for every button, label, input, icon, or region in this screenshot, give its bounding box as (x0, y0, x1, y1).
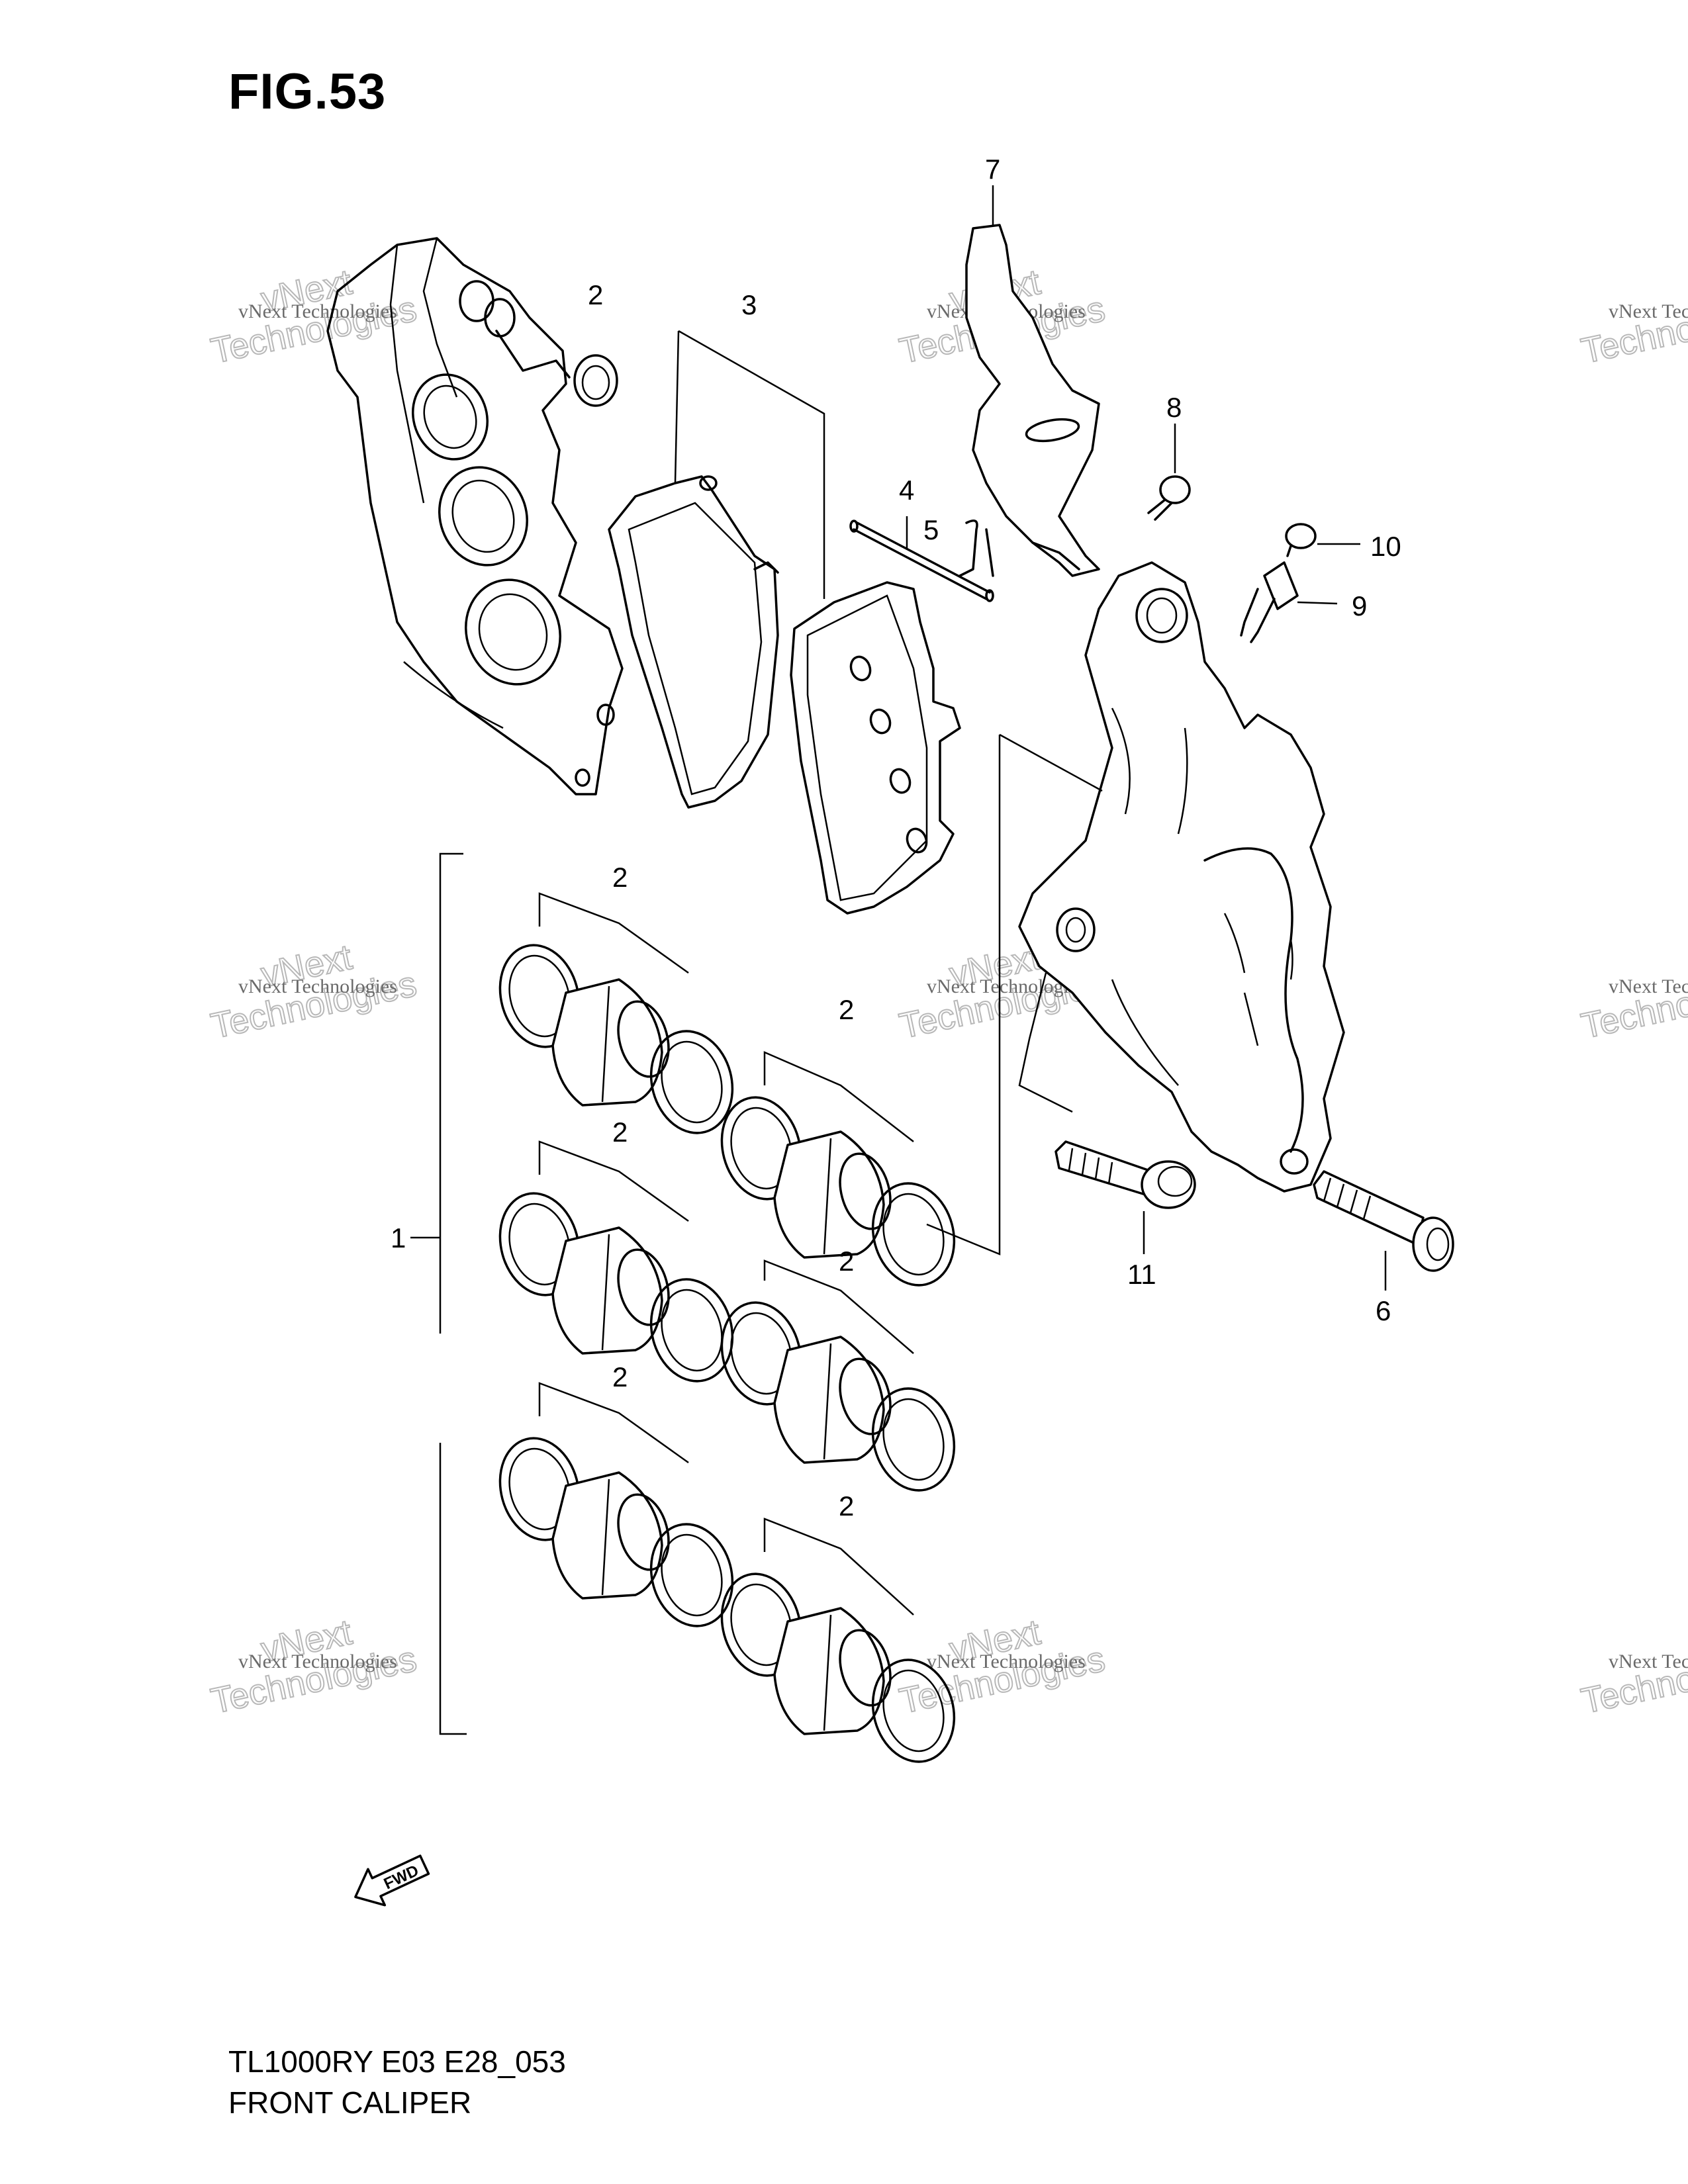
callout-line-3 (678, 330, 825, 599)
svg-text:vNext Technologies: vNext Technologies (1609, 976, 1688, 997)
callout-3: 3 (741, 289, 757, 320)
callout-line-2f (763, 1518, 914, 1615)
callout-6: 6 (1376, 1295, 1391, 1326)
callout-labels: 1 2 2 2 2 2 2 2 2 3 4 5 6 7 8 9 10 11 (391, 154, 1401, 1522)
callout-7: 7 (985, 154, 1000, 185)
left-caliper-half (326, 237, 624, 796)
pad-mounting-screw (1147, 475, 1191, 521)
callout-2-left-3: 2 (612, 1361, 628, 1392)
watermark-1: Technologies vNext vNext Technologies (207, 261, 421, 372)
watermark-6: Technologies vNext Technologies (1577, 964, 1688, 1047)
forward-direction-arrow: FWD (354, 1854, 430, 1907)
piston-set-right-1 (720, 1096, 956, 1287)
callout-line-2a (538, 892, 689, 974)
callout-2-left-1: 2 (612, 862, 628, 893)
callout-line-2d (763, 1259, 914, 1354)
svg-text:vNext Technologies: vNext Technologies (927, 1651, 1086, 1672)
watermark-9: Technologies vNext Technologies (1577, 1639, 1688, 1722)
callout-10: 10 (1370, 531, 1401, 562)
piston-set-left-3 (498, 1437, 734, 1627)
callout-line-caliper-left (926, 735, 1001, 1255)
pad-spring-plate (965, 224, 1100, 577)
callout-line-9 (1297, 601, 1338, 605)
piston-set-left-2 (498, 1192, 734, 1383)
watermark-7: Technologies vNext vNext Technologies (207, 1612, 421, 1722)
watermarks: Technologies vNext vNext Technologies Te… (207, 261, 1688, 1722)
model-code: TL1000RY E03 E28_053 (228, 2044, 566, 2079)
pad-pin (849, 520, 994, 602)
callout-11: 11 (1127, 1259, 1156, 1290)
svg-text:vNext Technologies: vNext Technologies (238, 1651, 397, 1672)
caliper-mounting-bolt-long (1313, 1170, 1454, 1272)
svg-text:vNext Technologies: vNext Technologies (1609, 300, 1688, 322)
diagram-caption: FRONT CALIPER (228, 2085, 472, 2120)
bracket-part-1-lower (439, 1443, 467, 1735)
piston-set-right-3 (720, 1572, 956, 1763)
bleeder-valve (1240, 561, 1299, 643)
figure-label: FIG.53 (228, 64, 387, 120)
callout-line-3b (674, 330, 680, 484)
bleeder-cap (1285, 523, 1317, 557)
watermark-3: Technologies vNext Technologies (1577, 289, 1688, 372)
watermark-4: Technologies vNext vNext Technologies (207, 936, 421, 1047)
svg-text:vNext Technologies: vNext Technologies (1609, 1651, 1688, 1672)
callout-2-right-3: 2 (839, 1490, 854, 1522)
callout-9: 9 (1352, 590, 1367, 621)
callout-2-left-2: 2 (612, 1116, 628, 1148)
callout-2-ring: 2 (588, 279, 603, 310)
small-seal-ring-top (573, 354, 618, 407)
bracket-part-1-upper (439, 852, 463, 1334)
callout-2-right-2: 2 (839, 1246, 854, 1277)
callout-8: 8 (1166, 392, 1182, 423)
callout-line-2b (763, 1051, 914, 1142)
caliper-mounting-bolt-short (1055, 1140, 1196, 1209)
callout-line-2c (538, 1140, 689, 1222)
callout-4: 4 (899, 475, 914, 506)
callout-line-mount (1018, 972, 1073, 1113)
brake-pad-rear (790, 581, 961, 915)
callout-line-caliper-top (999, 733, 1103, 792)
pin-clip (959, 519, 994, 577)
right-caliper-half (1018, 561, 1345, 1193)
piston-set-right-2 (720, 1301, 956, 1492)
svg-text:vNext Technologies: vNext Technologies (238, 300, 397, 322)
callout-1: 1 (391, 1222, 406, 1253)
callout-line-2e (538, 1382, 689, 1464)
callout-2-right-1: 2 (839, 994, 854, 1025)
callout-5: 5 (923, 514, 939, 545)
svg-text:vNext Technologies: vNext Technologies (238, 976, 397, 997)
piston-set-left-1 (498, 944, 734, 1134)
brake-pad-front (608, 475, 779, 809)
